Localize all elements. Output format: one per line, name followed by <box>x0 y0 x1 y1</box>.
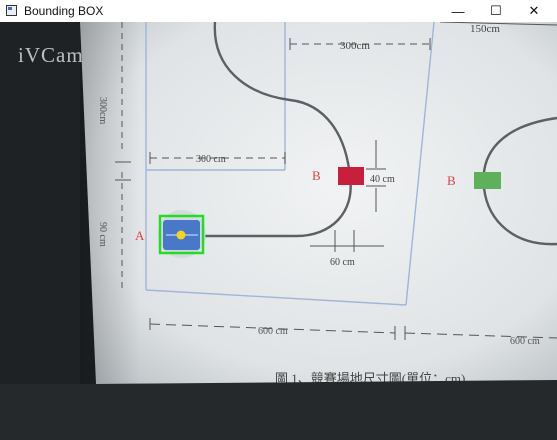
field-bottom-line <box>145 289 407 306</box>
label-b: B <box>312 168 321 183</box>
dimension-lines <box>115 22 557 340</box>
camera-frame: 300cm 90 cm 300cm 300 cm 150cm 40 cm 60 … <box>0 22 557 440</box>
dim-40: 40 cm <box>370 174 395 185</box>
dim-600-left: 600 cm <box>258 326 288 337</box>
maximize-button[interactable]: ☐ <box>490 3 502 18</box>
paper-shadow <box>80 22 140 384</box>
top-right-label: 150cm <box>470 23 500 35</box>
dim-600-right: 600 cm <box>510 336 540 347</box>
close-button[interactable]: ✕ <box>528 3 540 18</box>
bounding-box <box>158 214 205 255</box>
dim-60: 60 cm <box>330 257 355 268</box>
label-a: A <box>135 228 145 243</box>
camera-view: 300cm 90 cm 300cm 300 cm 150cm 40 cm 60 … <box>0 22 557 440</box>
title-bar[interactable]: Bounding BOX — ☐ ✕ <box>0 0 557 22</box>
field-outline <box>145 22 435 306</box>
dim-90: 90 cm <box>97 222 108 247</box>
dim-300-top: 300cm <box>340 40 370 52</box>
label-b-right: B <box>447 173 456 188</box>
red-target <box>338 167 364 185</box>
app-icon <box>6 5 17 16</box>
field-divider-right <box>405 22 435 306</box>
ivcam-watermark: iVCam <box>18 43 84 67</box>
table-surface <box>0 380 557 440</box>
robot-center-dot <box>176 230 186 240</box>
window-title: Bounding BOX <box>24 4 104 18</box>
dim-300-left: 300 cm <box>196 154 226 165</box>
minimize-button[interactable]: — <box>451 3 465 19</box>
track-path-left <box>205 22 352 238</box>
dim-300-vertical: 300cm <box>97 97 108 124</box>
green-target <box>474 172 501 189</box>
